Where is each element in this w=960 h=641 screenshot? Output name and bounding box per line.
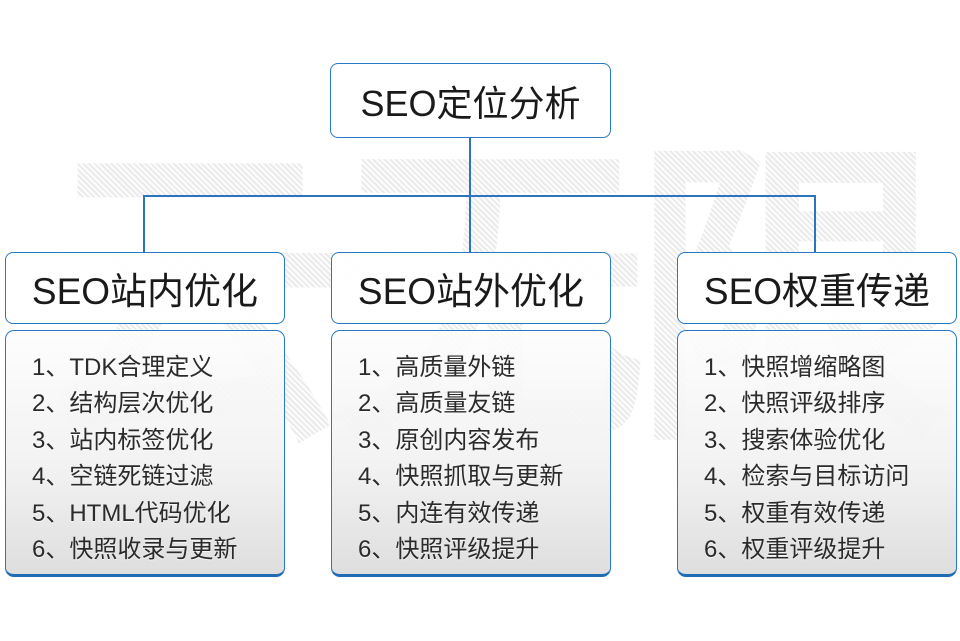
branch-panel-weight-transfer: 1、快照增缩略图 2、快照评级排序 3、搜索体验优化 4、检索与目标访问 5、权… bbox=[677, 330, 957, 577]
branch-header-offsite: SEO站外优化 bbox=[331, 252, 611, 324]
connector-left-vertical-line bbox=[143, 196, 145, 253]
branch-panel-onsite: 1、TDK合理定义 2、结构层次优化 3、站内标签优化 4、空链死链过滤 5、H… bbox=[5, 330, 285, 577]
branch-item: 4、空链死链过滤 bbox=[32, 463, 214, 491]
branch-item: 1、TDK合理定义 bbox=[32, 354, 214, 381]
branch-item: 6、快照评级提升 bbox=[358, 536, 540, 564]
branch-title: SEO权重传递 bbox=[703, 271, 931, 312]
branch-item: 4、快照抓取与更新 bbox=[358, 463, 564, 491]
branch-item-list: 1、高质量外链 2、高质量友链 3、原创内容发布 4、快照抓取与更新 5、内连有… bbox=[332, 331, 610, 568]
branch-item: 2、结构层次优化 bbox=[32, 390, 214, 418]
branch-panel-offsite: 1、高质量外链 2、高质量友链 3、原创内容发布 4、快照抓取与更新 5、内连有… bbox=[331, 330, 611, 577]
branch-item: 1、高质量外链 bbox=[358, 354, 516, 381]
branch-item: 5、内连有效传递 bbox=[358, 499, 540, 527]
branch-item: 2、快照评级排序 bbox=[704, 390, 886, 418]
branch-item: 4、检索与目标访问 bbox=[704, 463, 910, 491]
branch-header-onsite: SEO站内优化 bbox=[5, 252, 285, 324]
branch-item-list: 1、TDK合理定义 2、结构层次优化 3、站内标签优化 4、空链死链过滤 5、H… bbox=[6, 331, 284, 568]
branch-item: 6、权重评级提升 bbox=[704, 536, 886, 564]
branch-item: 5、HTML代码优化 bbox=[32, 499, 231, 527]
branch-title: SEO站内优化 bbox=[31, 271, 259, 312]
connector-right-vertical-line bbox=[814, 196, 816, 252]
branch-item: 1、快照增缩略图 bbox=[704, 354, 886, 381]
root-node-title: SEO定位分析 bbox=[360, 82, 581, 124]
connector-horizontal-line bbox=[143, 195, 816, 197]
branch-item: 2、高质量友链 bbox=[358, 390, 516, 418]
branch-item: 5、权重有效传递 bbox=[704, 499, 886, 527]
branch-item: 6、快照收录与更新 bbox=[32, 536, 238, 564]
branch-item: 3、搜索体验优化 bbox=[704, 426, 886, 454]
branch-header-weight-transfer: SEO权重传递 bbox=[677, 252, 957, 324]
root-node-seo-positioning: SEO定位分析 bbox=[330, 63, 611, 138]
branch-item-list: 1、快照增缩略图 2、快照评级排序 3、搜索体验优化 4、检索与目标访问 5、权… bbox=[678, 331, 956, 568]
branch-title: SEO站外优化 bbox=[357, 271, 585, 312]
branch-item: 3、原创内容发布 bbox=[358, 426, 540, 454]
branch-item: 3、站内标签优化 bbox=[32, 426, 214, 454]
